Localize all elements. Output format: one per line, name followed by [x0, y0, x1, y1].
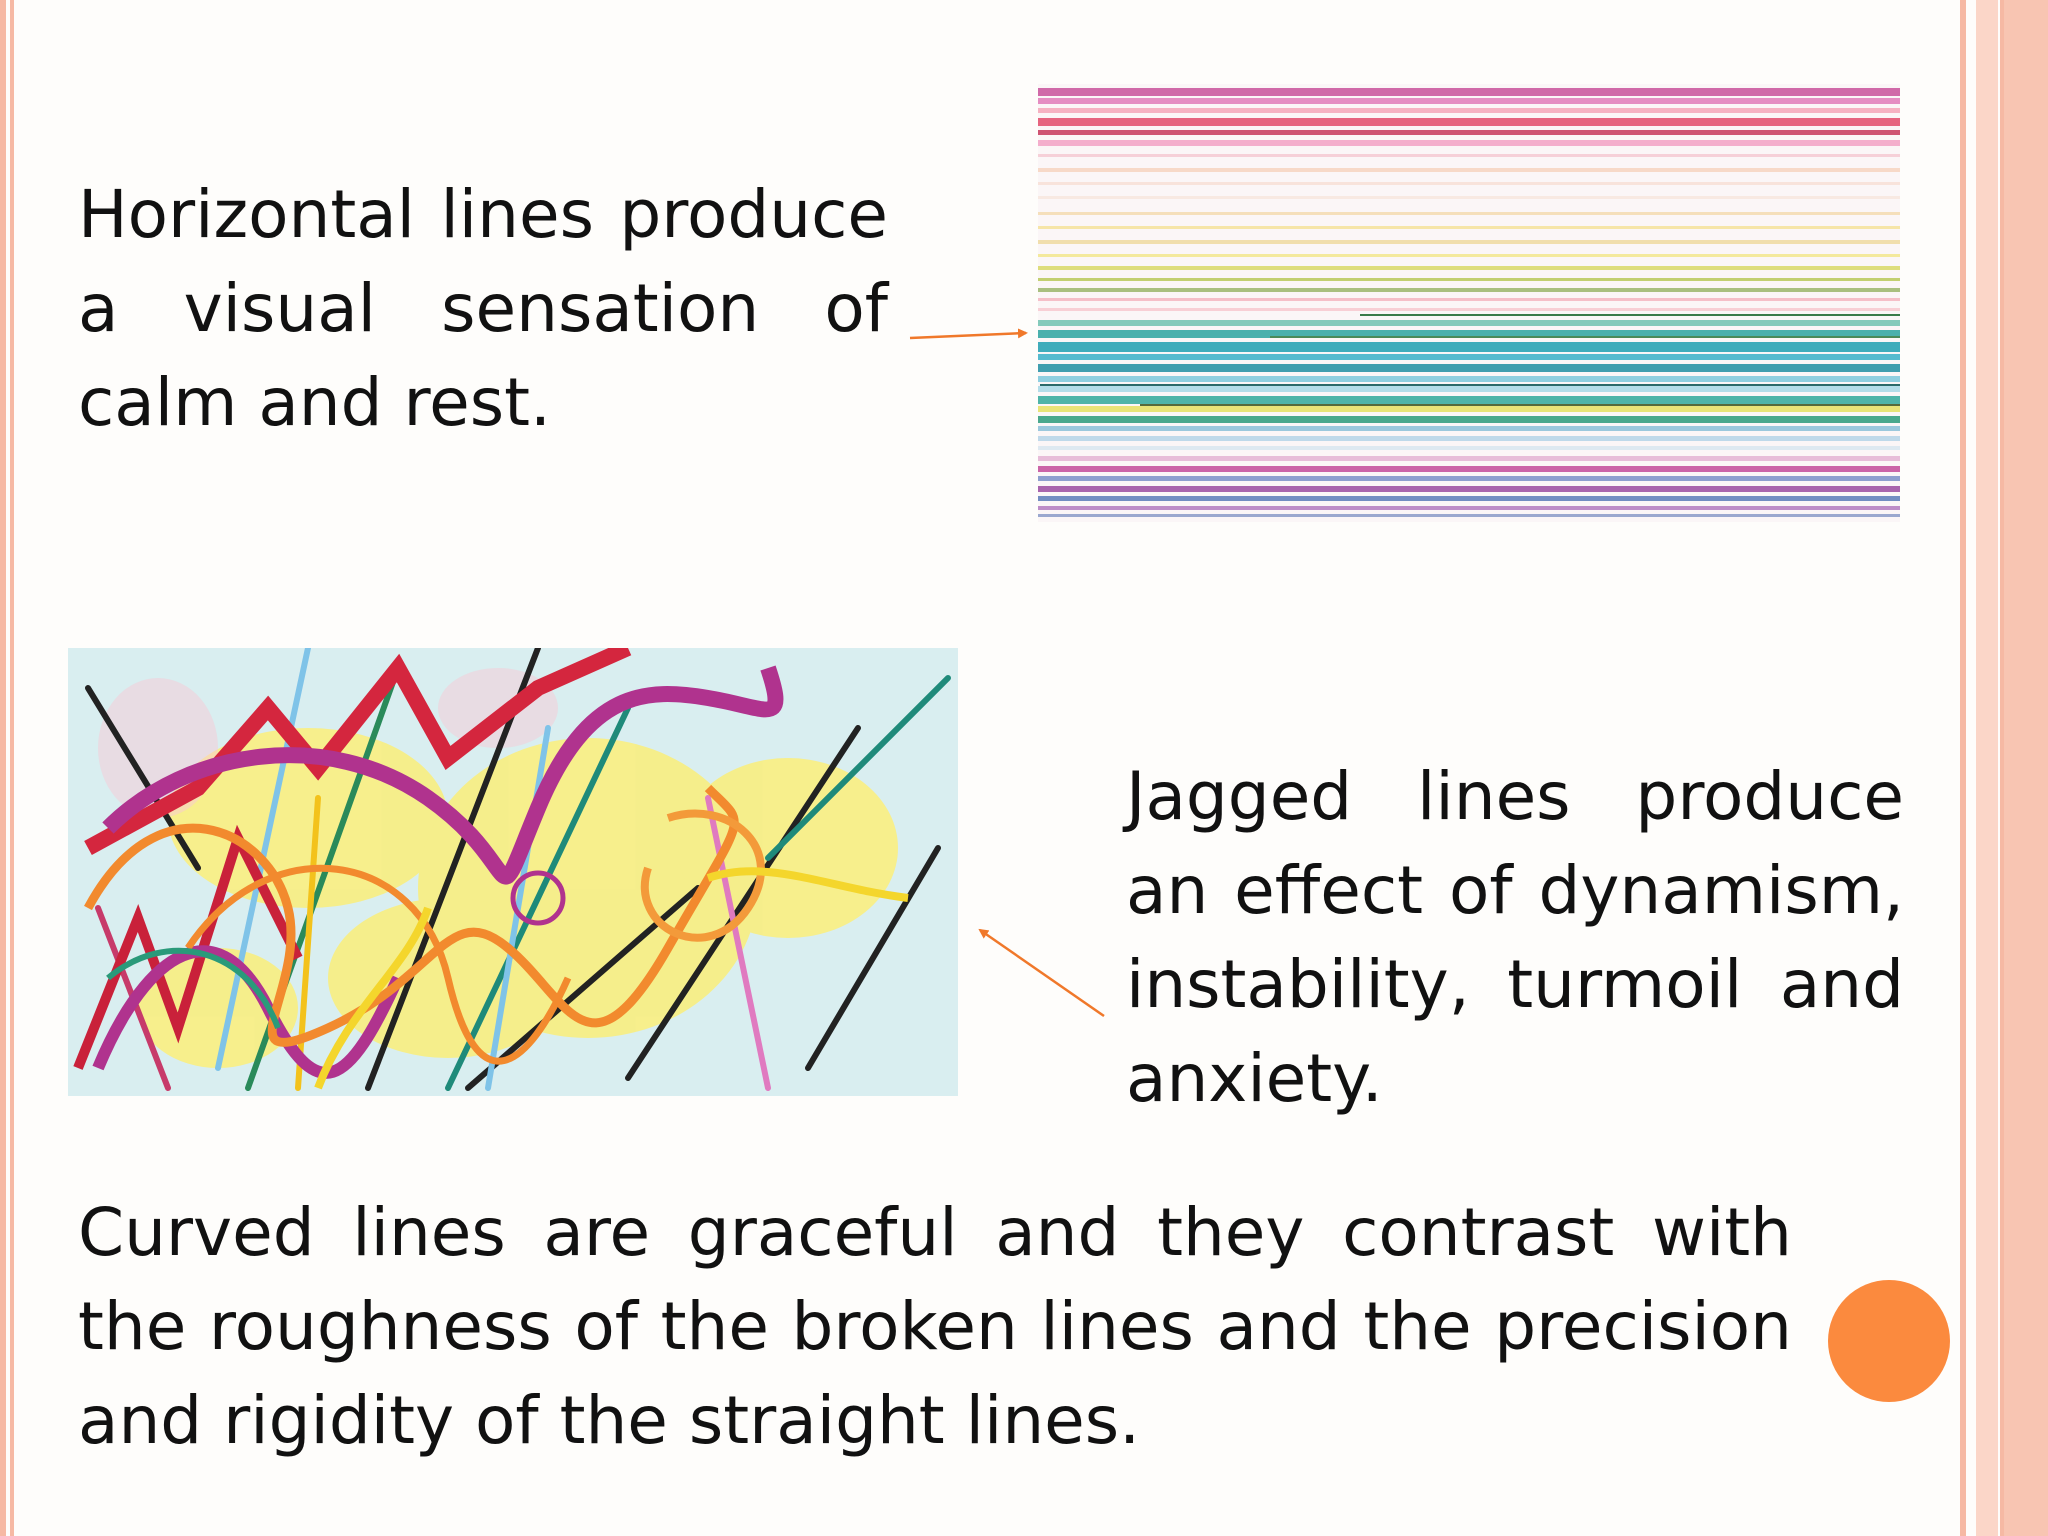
pencil-stroke: [1038, 426, 1900, 431]
pencil-stroke: [1038, 182, 1900, 185]
jagged-lines-text: Jagged lines produce an effect of dynami…: [1126, 758, 1904, 1117]
pencil-stroke: [1038, 476, 1900, 481]
left-border: [0, 0, 6, 1536]
pencil-accent-stroke: [1040, 384, 1900, 386]
pencil-stroke: [1038, 88, 1900, 96]
pencil-stroke: [1038, 278, 1900, 281]
pencil-stroke: [1038, 386, 1900, 392]
pencil-stroke: [1038, 436, 1900, 441]
pencil-stroke: [1038, 240, 1900, 244]
right-border-line: [1960, 0, 1966, 1536]
pencil-stroke: [1038, 254, 1900, 257]
pencil-stroke: [1038, 118, 1900, 126]
pencil-stroke: [1038, 196, 1900, 199]
pencil-stroke: [1038, 108, 1900, 113]
pencil-stroke: [1038, 416, 1900, 423]
pencil-stroke: [1038, 496, 1900, 501]
arrow-to-jagged-drawing: [978, 928, 1105, 1018]
pencil-stroke: [1038, 320, 1900, 326]
horizontal-lines-drawing: [1038, 84, 1900, 522]
pencil-stroke: [1038, 354, 1900, 360]
pencil-stroke: [1038, 406, 1900, 412]
right-border-band: [1976, 0, 1998, 1536]
pencil-stroke: [1038, 486, 1900, 492]
pencil-stroke: [1038, 466, 1900, 472]
pencil-stroke: [1038, 154, 1900, 157]
curved-lines-text: Curved lines are graceful and they contr…: [78, 1194, 1792, 1459]
left-border-inner: [10, 0, 14, 1536]
pencil-stroke: [1038, 98, 1900, 104]
pencil-stroke: [1038, 396, 1900, 404]
pencil-stroke: [1038, 168, 1900, 172]
right-border-divider: [2000, 0, 2004, 1536]
pencil-stroke: [1038, 342, 1900, 352]
decorative-circle: [1828, 1280, 1950, 1402]
pencil-stroke: [1038, 376, 1900, 382]
pencil-stroke: [1038, 212, 1900, 215]
pencil-stroke: [1038, 140, 1900, 146]
pencil-stroke: [1038, 456, 1900, 461]
pencil-stroke: [1038, 446, 1900, 450]
arrow-to-horizontal-drawing: [909, 328, 1028, 340]
pencil-stroke: [1038, 288, 1900, 292]
pencil-stroke: [1038, 506, 1900, 510]
horizontal-lines-text: Horizontal lines produce a visual sensat…: [78, 176, 888, 441]
pencil-stroke: [1038, 364, 1900, 372]
pencil-stroke: [1038, 308, 1900, 311]
pencil-accent-stroke: [1270, 336, 1900, 338]
pencil-stroke: [1038, 298, 1900, 301]
pencil-stroke: [1038, 130, 1900, 135]
pencil-accent-stroke: [1360, 314, 1900, 316]
pencil-stroke: [1038, 266, 1900, 270]
pencil-stroke: [1038, 226, 1900, 229]
jagged-lines-drawing: [68, 648, 958, 1096]
pencil-stroke: [1038, 514, 1900, 517]
pencil-accent-stroke: [1140, 404, 1900, 406]
pencil-stroke: [1038, 330, 1900, 338]
right-border-outer-band: [2004, 0, 2048, 1536]
